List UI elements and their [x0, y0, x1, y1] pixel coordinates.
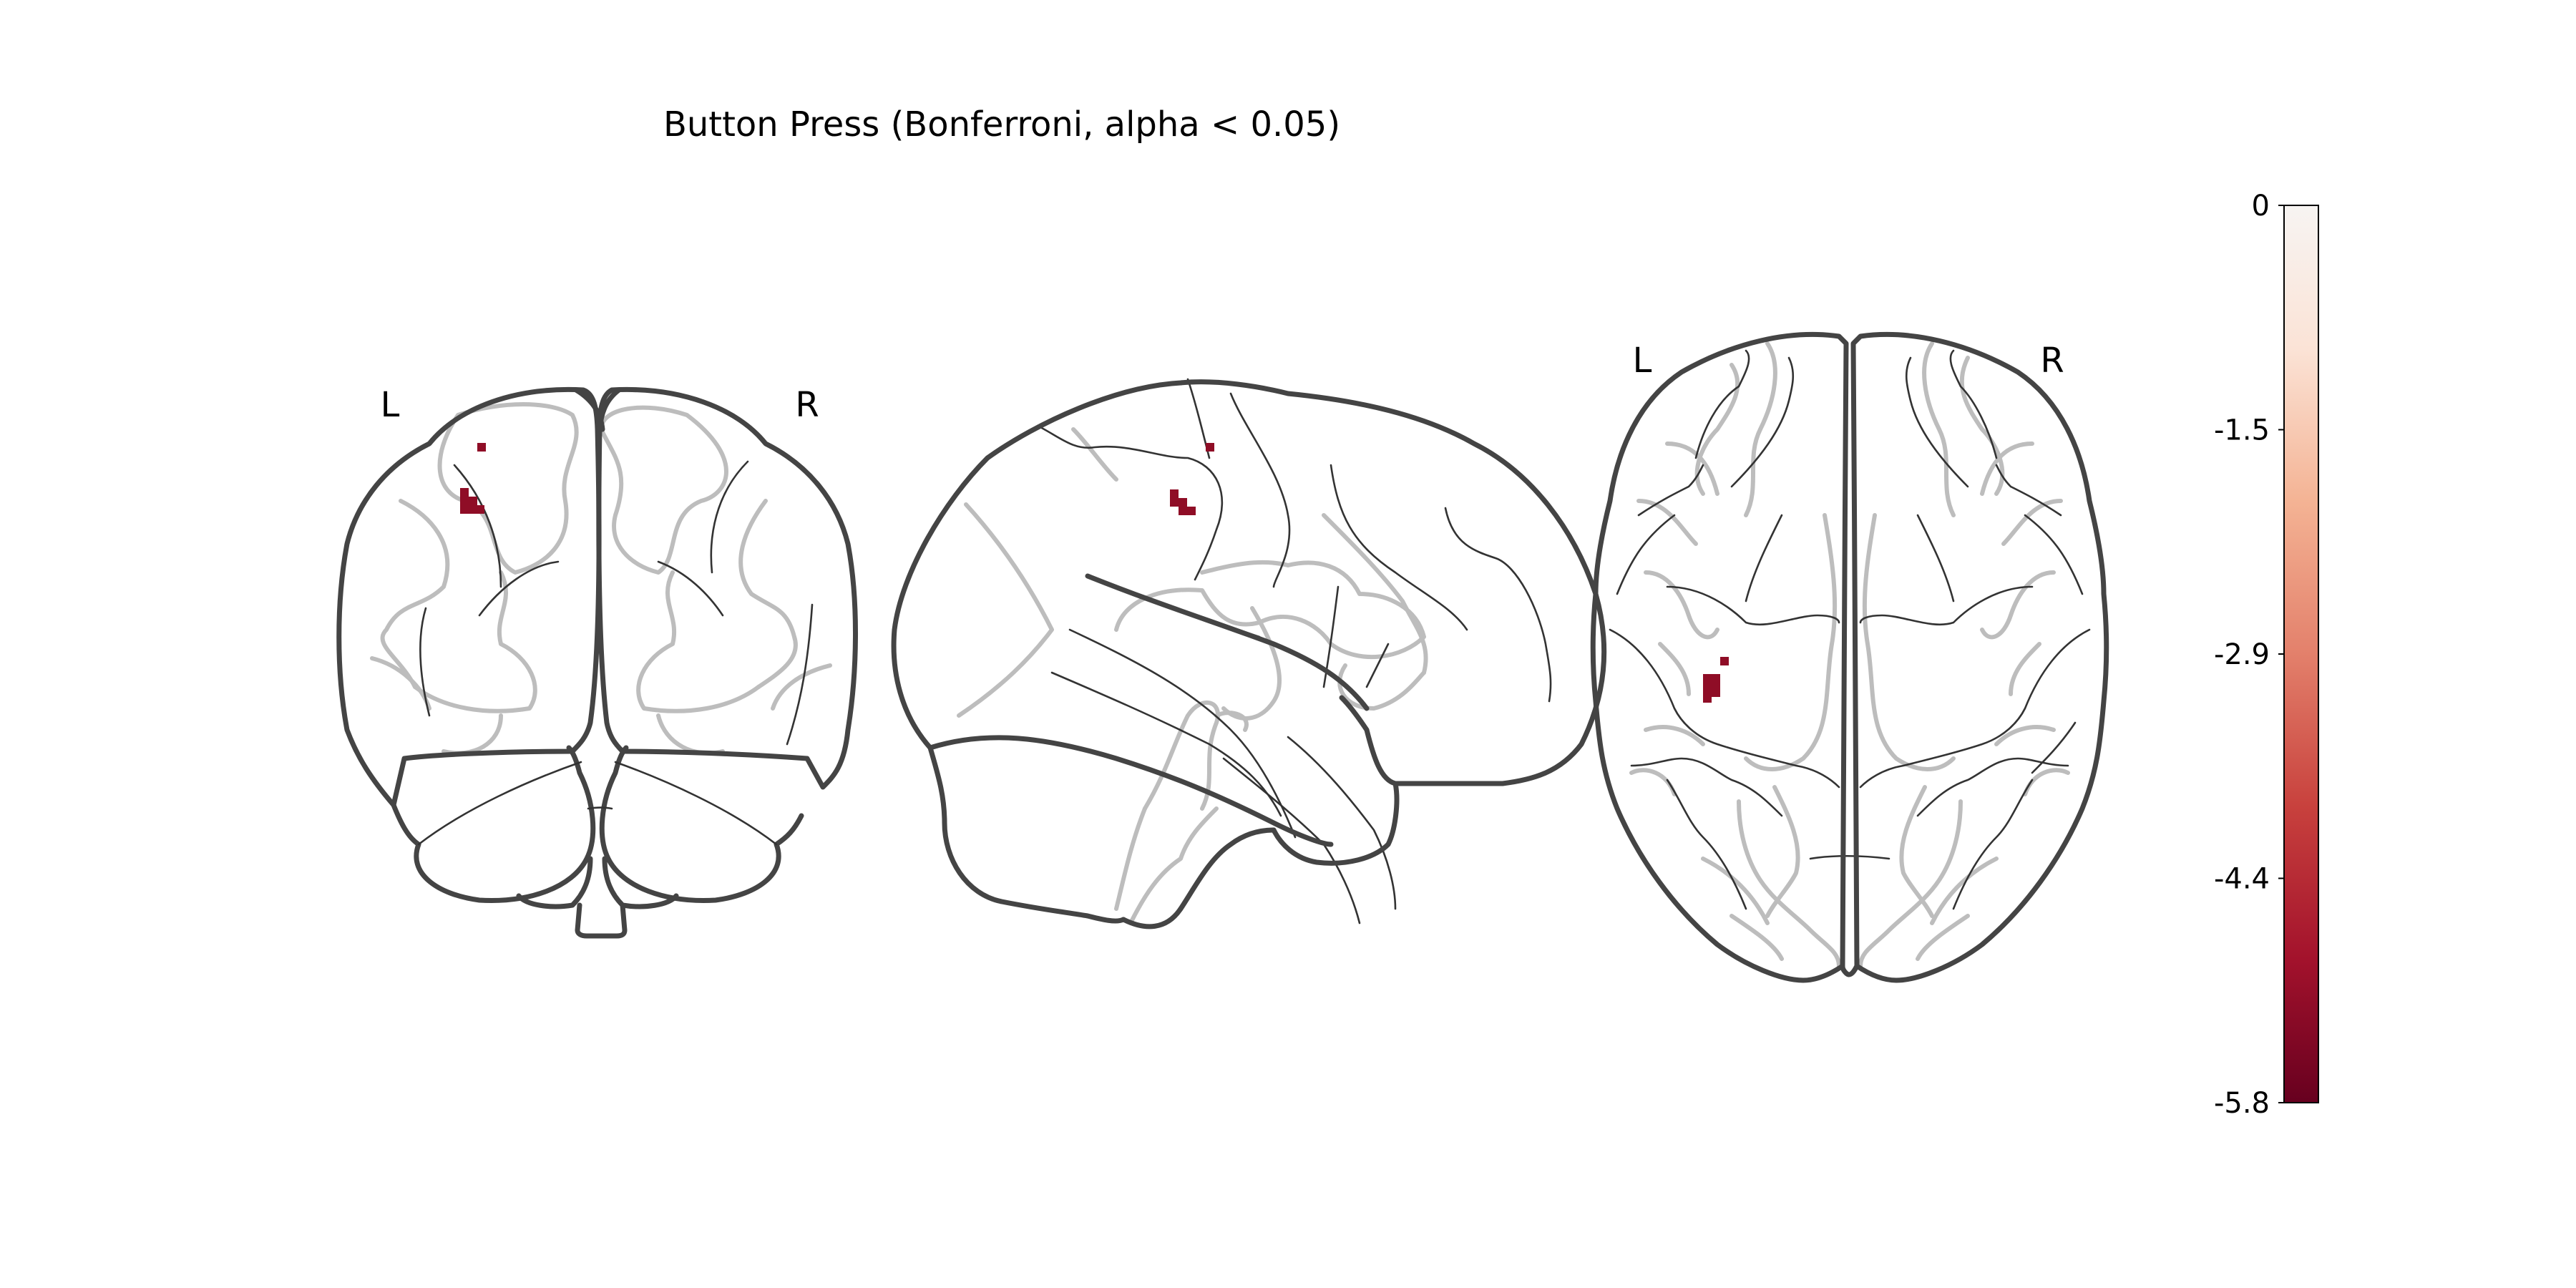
- colorbar-tick-label: 0: [2252, 190, 2270, 223]
- sagittal-outline: [891, 379, 1607, 930]
- sagittal-view: [891, 378, 1607, 930]
- activation-voxel: [1187, 507, 1196, 515]
- activation-voxel: [1179, 498, 1187, 515]
- axial-outline: [1590, 331, 2109, 983]
- activation-voxel: [1206, 443, 1214, 452]
- colorbar-tick-label: -1.5: [2214, 414, 2270, 447]
- coronal-view: L R: [336, 385, 859, 939]
- axial-right-label: R: [2040, 341, 2064, 381]
- colorbar-ticks: 0 -1.5 -2.9 -4.4 -5.8: [2214, 190, 2284, 1120]
- axial-gyri: [1629, 341, 2070, 968]
- colorbar-gradient: [2283, 205, 2319, 1103]
- coronal-left-label: L: [381, 385, 400, 425]
- sagittal-activation: [1170, 443, 1214, 515]
- activation-voxel: [1170, 489, 1179, 507]
- coronal-sulci: [419, 460, 814, 746]
- colorbar-tick-label: -4.4: [2214, 863, 2270, 896]
- figure-title: Button Press (Bonferroni, alpha < 0.05): [663, 104, 1340, 145]
- activation-voxel: [469, 497, 477, 514]
- axial-left-label: L: [1633, 341, 1652, 381]
- coronal-right-label: R: [795, 385, 819, 425]
- colorbar: 0 -1.5 -2.9 -4.4 -5.8: [2214, 190, 2319, 1120]
- colorbar-tick-label: -5.8: [2214, 1087, 2270, 1120]
- sagittal-gyri: [957, 427, 1428, 925]
- axial-sulci: [1609, 349, 2091, 910]
- activation-voxel: [460, 488, 469, 514]
- axial-view: L R: [1590, 331, 2109, 983]
- activation-voxel: [1712, 691, 1720, 697]
- axial-activation: [1703, 657, 1729, 703]
- coronal-outline: [336, 386, 859, 939]
- activation-voxel: [1720, 657, 1729, 665]
- activation-voxel: [1703, 691, 1712, 703]
- activation-voxel: [1703, 674, 1720, 691]
- coronal-activation: [460, 443, 486, 514]
- activation-voxel: [477, 505, 484, 514]
- colorbar-tick-label: -2.9: [2214, 638, 2270, 671]
- sagittal-sulci: [1036, 378, 1552, 924]
- activation-voxel: [477, 443, 486, 452]
